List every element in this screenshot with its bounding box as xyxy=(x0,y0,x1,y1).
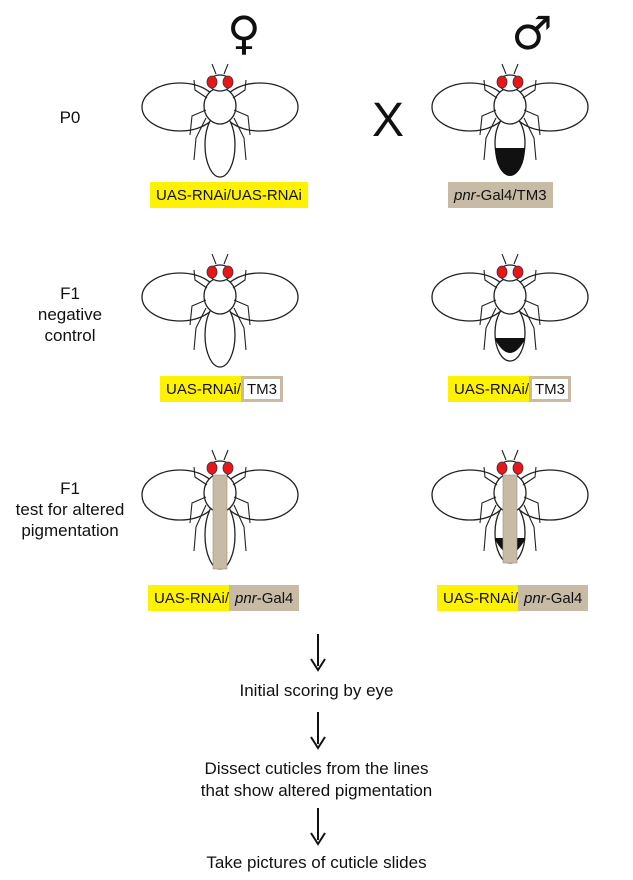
fly-f1-test-male xyxy=(430,445,590,575)
fly-f1-control-female xyxy=(140,250,300,370)
pnr-text: pnr xyxy=(235,590,257,607)
f1-control-line-3: control xyxy=(20,325,120,346)
genotype-p0-female-text: UAS-RNAi/UAS-RNAi xyxy=(150,182,308,208)
gal4-text: -Gal4 xyxy=(257,590,294,607)
fly-p0-male xyxy=(430,60,590,180)
genotype-p0-female: UAS-RNAi/UAS-RNAi xyxy=(150,182,308,208)
uas-rnai-segment: UAS-RNAi/ xyxy=(448,376,529,402)
female-symbol: ♀ xyxy=(214,10,274,56)
pnr-stripe xyxy=(213,475,227,569)
thorax xyxy=(204,88,236,124)
arrow-down-icon xyxy=(308,632,328,672)
fly-p0-female xyxy=(140,60,300,180)
fly-f1-control-male xyxy=(430,250,590,370)
fly-f1-test-female xyxy=(140,445,300,575)
arrow-down-icon xyxy=(308,806,328,846)
uas-rnai-segment: UAS-RNAi/ xyxy=(160,376,241,402)
right-eye xyxy=(223,76,233,88)
genotype-f1-test-female: UAS-RNAi/ pnr-Gal4 xyxy=(148,585,299,611)
uas-rnai-segment: UAS-RNAi/ xyxy=(148,585,229,611)
tm3-segment: TM3 xyxy=(529,376,571,402)
cross-symbol: X xyxy=(372,96,404,146)
f1-control-label: F1 negative control xyxy=(20,283,120,346)
p0-text: P0 xyxy=(60,108,81,127)
pnr-text: pnr xyxy=(524,590,546,607)
f1-control-line-2: negative xyxy=(20,304,120,325)
step-dissect-line-2: that show altered pigmentation xyxy=(0,780,633,802)
f1-test-line-3: pigmentation xyxy=(0,520,140,541)
uas-rnai-segment: UAS-RNAi/ xyxy=(437,585,518,611)
f1-test-label: F1 test for altered pigmentation xyxy=(0,478,140,541)
gal4-tm3-text: -Gal4/TM3 xyxy=(476,187,547,204)
genotype-p0-male: pnr-Gal4/TM3 xyxy=(448,182,553,208)
pnr-text: pnr xyxy=(454,187,476,204)
p0-label: P0 xyxy=(40,107,100,128)
genotype-f1-control-male: UAS-RNAi/ TM3 xyxy=(448,376,571,402)
gal4-text: -Gal4 xyxy=(546,590,583,607)
f1-test-line-2: test for altered xyxy=(0,499,140,520)
arrow-down-icon xyxy=(308,710,328,750)
f1-control-line-1: F1 xyxy=(20,283,120,304)
pnr-gal4-segment: pnr-Gal4 xyxy=(518,585,588,611)
genotype-f1-test-male: UAS-RNAi/ pnr-Gal4 xyxy=(437,585,588,611)
step-initial-scoring: Initial scoring by eye xyxy=(0,680,633,702)
male-symbol: ♂ xyxy=(502,10,562,56)
f1-test-line-1: F1 xyxy=(0,478,140,499)
genotype-f1-control-female: UAS-RNAi/ TM3 xyxy=(160,376,283,402)
step-dissect-line-1: Dissect cuticles from the lines xyxy=(0,758,633,780)
pnr-gal4-segment: pnr-Gal4 xyxy=(229,585,299,611)
tm3-segment: TM3 xyxy=(241,376,283,402)
left-eye xyxy=(207,76,217,88)
genotype-p0-male-segment: pnr-Gal4/TM3 xyxy=(448,182,553,208)
step-take-pictures: Take pictures of cuticle slides xyxy=(0,852,633,874)
